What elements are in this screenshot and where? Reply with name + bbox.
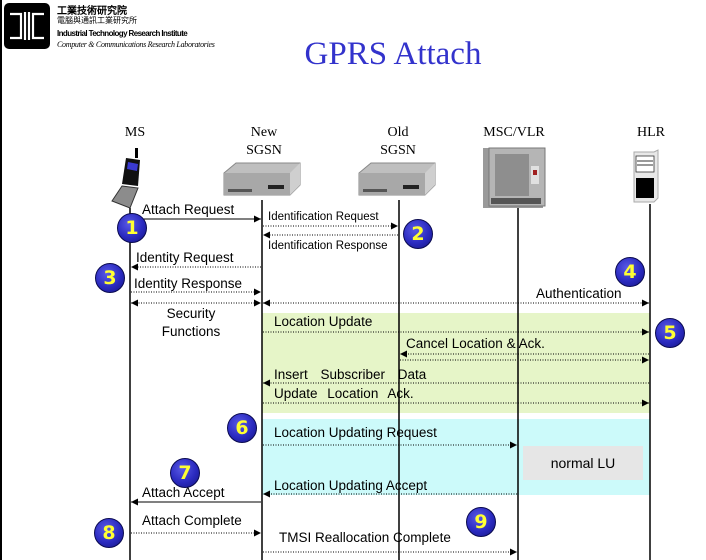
- step-badge-3: 3: [95, 263, 125, 293]
- left-border: [0, 0, 2, 560]
- org-name-chinese: 工業技術研究院: [57, 6, 127, 17]
- msg-attach-request: Attach Request: [142, 202, 235, 217]
- step-badge-5: 5: [655, 318, 685, 348]
- normal-lu-box: normal LU: [523, 446, 643, 480]
- msg-attach-accept: Attach Accept: [142, 485, 225, 500]
- msg-insert-subscriber-data: Insert Subscriber Data: [274, 367, 427, 382]
- itri-logo-icon: [4, 3, 50, 49]
- msg-tmsi-reallocation-complete: TMSI Reallocation Complete: [279, 530, 451, 545]
- msg-security-functions: Security Functions: [161, 306, 221, 339]
- msg-location-updating-accept: Location Updating Accept: [274, 478, 428, 493]
- org-name-english: Industrial Technology Research Institute: [57, 29, 188, 38]
- msg-identity-request: Identity Request: [136, 250, 234, 265]
- msg-location-updating-request: Location Updating Request: [274, 425, 437, 440]
- msg-identity-response: Identity Response: [134, 276, 243, 291]
- page-title: GPRS Attach: [304, 36, 482, 72]
- step-badge-2: 2: [403, 219, 433, 249]
- entity-label-ms: MS: [124, 125, 146, 140]
- step-badge-8: 8: [94, 518, 124, 548]
- step-badge-9: 9: [466, 507, 496, 537]
- entity-label-hlr: HLR: [637, 125, 665, 140]
- msg-location-update: Location Update: [274, 314, 373, 329]
- org-subdivision-english: Computer & Communications Research Labor…: [57, 40, 215, 49]
- msg-authentication: Authentication: [536, 286, 622, 301]
- old-sgsn-device-icon: [358, 162, 436, 196]
- entity-label-msc-vlr: MSC/VLR: [483, 125, 545, 140]
- new-sgsn-device-icon: [223, 162, 301, 196]
- mobile-phone-icon: [111, 148, 140, 209]
- step-badge-6: 6: [227, 413, 257, 443]
- msg-identification-response: Identification Response: [268, 240, 388, 252]
- msg-identification-request: Identification Request: [268, 211, 379, 223]
- step-badge-1: 1: [117, 213, 147, 243]
- msc-vlr-rack-icon: [483, 147, 546, 208]
- step-badge-4: 4: [615, 257, 645, 287]
- location-update-region: [262, 313, 650, 413]
- msg-update-location-ack: Update Location Ack.: [274, 386, 414, 401]
- hlr-server-icon: [633, 149, 659, 203]
- step-badge-7: 7: [170, 458, 200, 488]
- org-subdivision-chinese: 電腦與通訊工業研究所: [57, 16, 137, 25]
- msg-cancel-location: Cancel Location & Ack.: [406, 336, 545, 351]
- msg-attach-complete: Attach Complete: [142, 513, 242, 528]
